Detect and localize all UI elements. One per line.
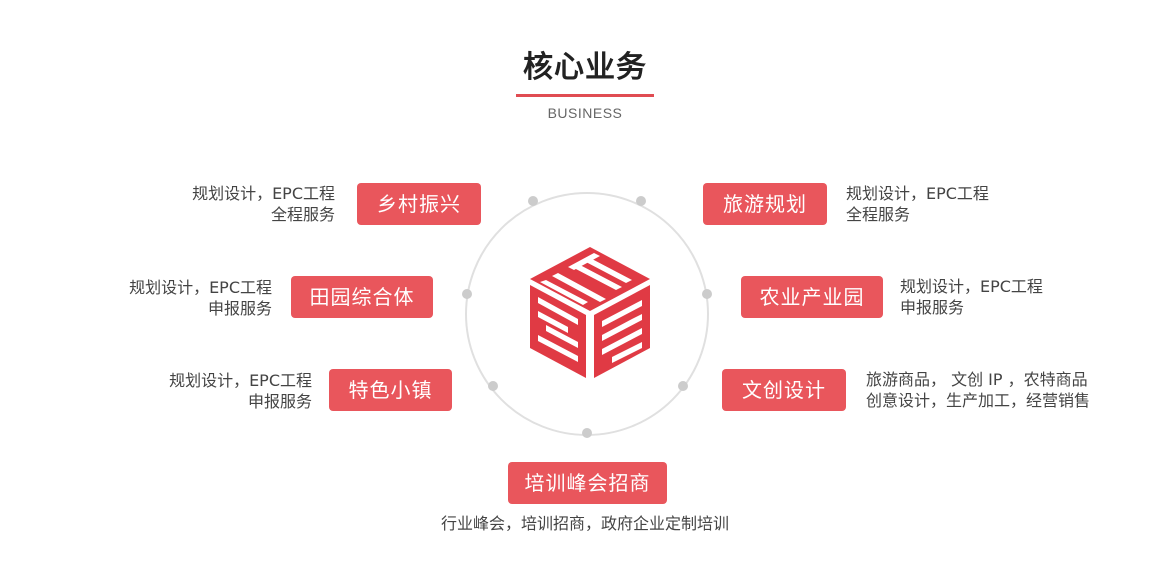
agricultural-park-button[interactable]: 农业产业园 bbox=[741, 276, 883, 318]
description-line: 旅游商品， 文创 IP ，农特商品 bbox=[866, 370, 1088, 389]
tourism-description: 规划设计，EPC工程 全程服务 bbox=[846, 183, 989, 225]
description-line: 规划设计，EPC工程 bbox=[129, 278, 272, 297]
tourism-planning-button[interactable]: 旅游规划 bbox=[703, 183, 827, 225]
pastoral-description: 规划设计，EPC工程 申报服务 bbox=[129, 277, 272, 319]
pastoral-complex-button[interactable]: 田园综合体 bbox=[291, 276, 433, 318]
section-header: 核心业务 BUSINESS bbox=[0, 0, 1170, 130]
orbit-dot bbox=[636, 196, 646, 206]
orbit-dot bbox=[528, 196, 538, 206]
orbit-dot bbox=[488, 381, 498, 391]
town-description: 规划设计，EPC工程 申报服务 bbox=[169, 370, 312, 412]
section-title: 核心业务 bbox=[523, 50, 647, 85]
description-line: 全程服务 bbox=[846, 205, 911, 224]
creative-design-button[interactable]: 文创设计 bbox=[722, 369, 846, 411]
training-summit-investment-button[interactable]: 培训峰会招商 bbox=[508, 462, 667, 504]
title-underline bbox=[516, 94, 654, 97]
description-line: 规划设计，EPC工程 bbox=[900, 277, 1043, 296]
section-subtitle: BUSINESS bbox=[547, 105, 623, 121]
red-striped-cube-logo-icon bbox=[530, 247, 650, 378]
description-line: 申报服务 bbox=[900, 298, 965, 317]
training-description: 行业峰会，培训招商，政府企业定制培训 bbox=[385, 513, 785, 534]
description-line: 创意设计，生产加工，经营销售 bbox=[866, 391, 1091, 410]
orbit-dot bbox=[462, 289, 472, 299]
description-line: 申报服务 bbox=[247, 392, 312, 411]
agricultural-park-description: 规划设计，EPC工程 申报服务 bbox=[900, 276, 1043, 318]
description-line: 规划设计，EPC工程 bbox=[192, 184, 335, 203]
orbit-dot bbox=[702, 289, 712, 299]
characteristic-town-button[interactable]: 特色小镇 bbox=[329, 369, 452, 411]
description-line: 全程服务 bbox=[270, 205, 335, 224]
orbit-dot bbox=[678, 381, 688, 391]
orbit-dot bbox=[582, 428, 592, 438]
description-line: 规划设计，EPC工程 bbox=[846, 184, 989, 203]
description-line: 申报服务 bbox=[207, 299, 272, 318]
creative-design-description: 旅游商品， 文创 IP ，农特商品 创意设计，生产加工，经营销售 bbox=[866, 369, 1090, 411]
rural-description: 规划设计，EPC工程 全程服务 bbox=[192, 183, 335, 225]
rural-revitalization-button[interactable]: 乡村振兴 bbox=[357, 183, 481, 225]
description-line: 规划设计，EPC工程 bbox=[169, 371, 312, 390]
description-line: 行业峰会，培训招商，政府企业定制培训 bbox=[440, 514, 729, 533]
